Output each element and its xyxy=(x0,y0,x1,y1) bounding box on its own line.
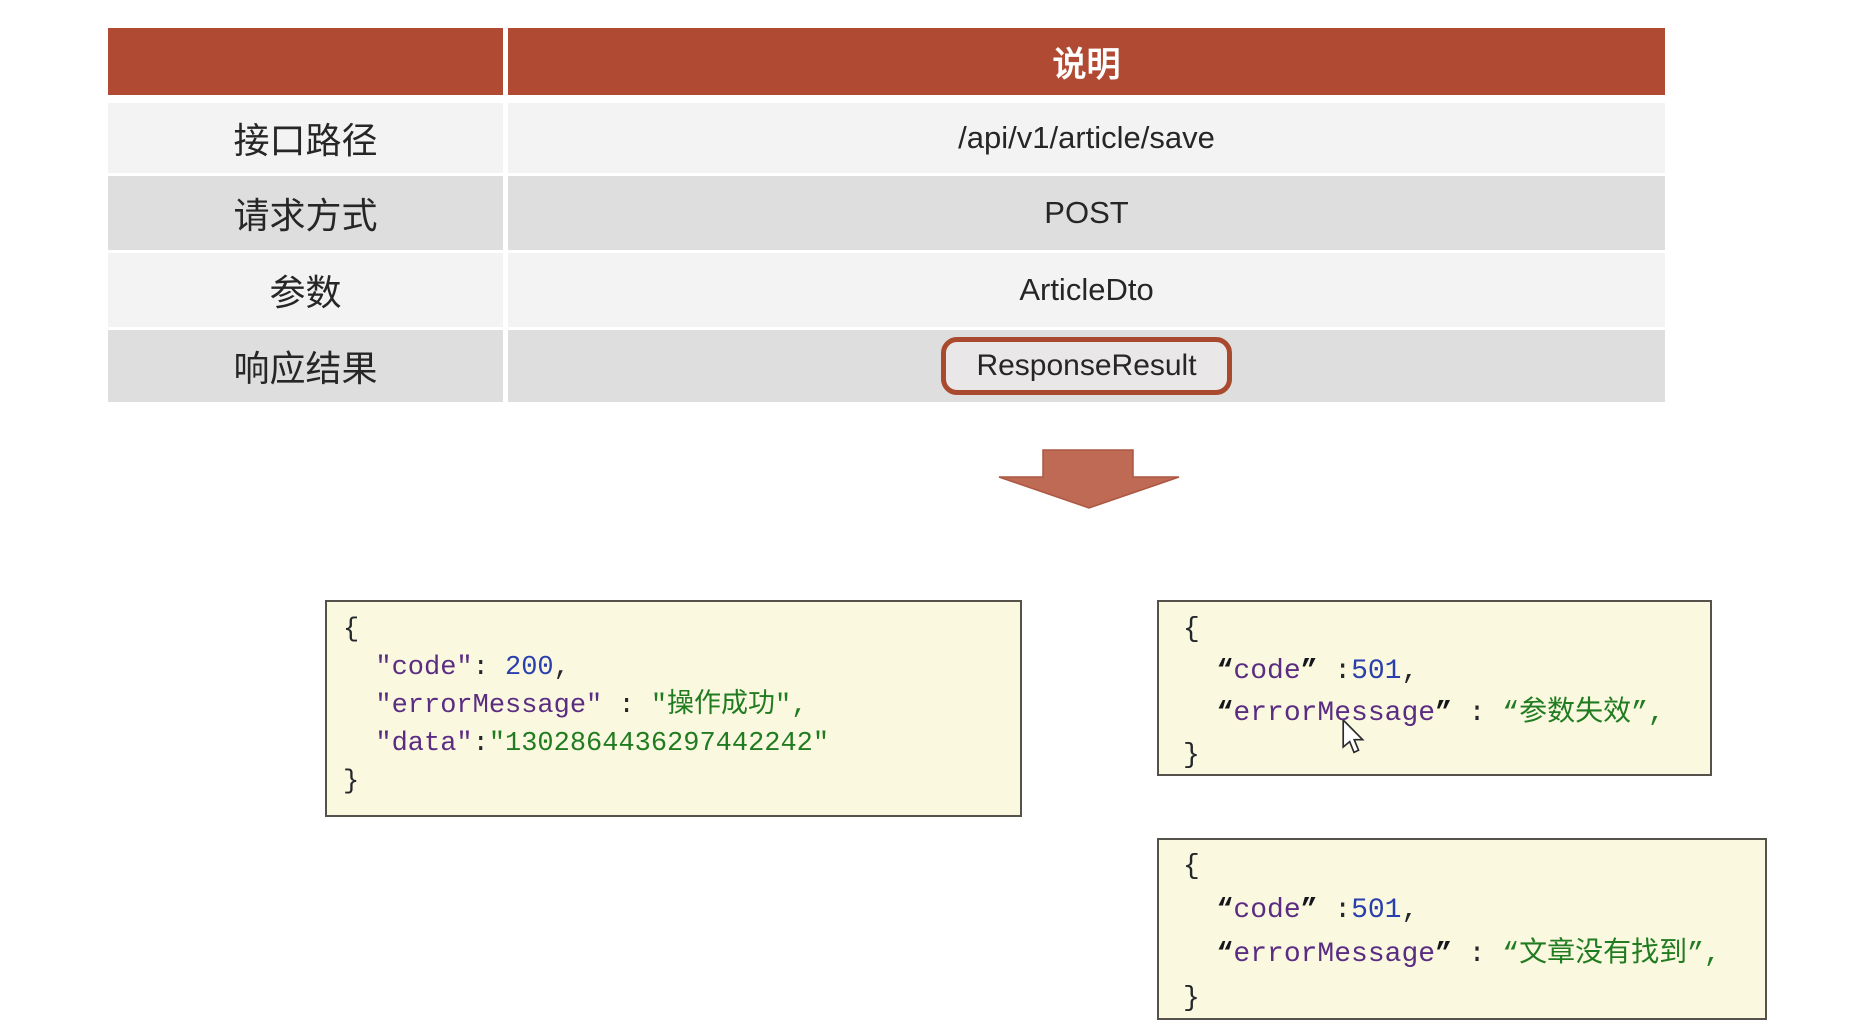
code-segment-quote: ” xyxy=(1435,939,1452,970)
code-segment-punctuation xyxy=(343,691,375,721)
code-segment-punctuation: } xyxy=(343,767,360,797)
code-segment-punctuation: : xyxy=(1317,656,1352,687)
mouse-cursor xyxy=(1342,720,1365,754)
code-line: { xyxy=(1183,609,1710,651)
row-label: 响应结果 xyxy=(233,348,378,389)
row-label-cell: 接口路径 xyxy=(108,103,508,173)
code-segment-string: “文章没有找到”, xyxy=(1502,939,1721,970)
code-line: “code” :501, xyxy=(1183,889,1765,933)
code-segment-quote: “ xyxy=(1216,939,1234,970)
code-segment-key: code xyxy=(1233,656,1301,687)
code-segment-string: ″1302864436297442242″ xyxy=(488,729,830,759)
down-arrow-icon xyxy=(998,449,1180,509)
response-result-box: ResponseResult xyxy=(941,337,1232,395)
code-line: } xyxy=(343,763,1020,801)
code-segment-quote: ” xyxy=(1300,895,1318,926)
code-line: “errorMessage” : “文章没有找到”, xyxy=(1183,933,1765,977)
code-block-param-invalid: { “code” :501, “errorMessage” : “参数失效”,} xyxy=(1157,600,1712,776)
code-segment-punctuation: : xyxy=(1317,895,1352,926)
header-desc-label: 说明 xyxy=(1052,46,1121,84)
code-segment-number: 501 xyxy=(1351,656,1402,687)
code-line: ″code″: 200, xyxy=(343,649,1020,687)
row-value-cell: POST xyxy=(508,176,1665,250)
table-body: 接口路径/api/v1/article/save 请求方式 POST 参数 Articl… xyxy=(108,103,1665,402)
code-segment-string: “参数失效”, xyxy=(1502,698,1665,729)
row-value-cell: ResponseResult xyxy=(508,330,1665,402)
row-value: /api/v1/article/save xyxy=(958,120,1215,155)
code-line: “errorMessage” : “参数失效”, xyxy=(1183,693,1710,735)
table-header: 说明 xyxy=(108,28,1665,95)
code-segment-key: errorMessage xyxy=(1233,698,1436,729)
row-label-cell: 响应结果 xyxy=(108,330,508,402)
code-segment-punctuation xyxy=(1183,895,1217,926)
code-line: ″data″:″1302864436297442242″ xyxy=(343,725,1020,763)
code-segment-key: ″data″ xyxy=(375,729,473,759)
code-segment-punctuation xyxy=(1183,656,1217,687)
code-segment-punctuation: : xyxy=(1451,939,1503,970)
code-segment-punctuation xyxy=(1183,939,1217,970)
code-segment-punctuation: { xyxy=(1183,851,1200,882)
code-segment-punctuation: : xyxy=(472,729,489,759)
row-value: ArticleDto xyxy=(1019,272,1154,307)
code-line: ″errorMessage″ : ″操作成功″, xyxy=(343,687,1020,725)
code-line: “code” :501, xyxy=(1183,651,1710,693)
code-segment-punctuation: , xyxy=(1401,656,1419,687)
code-line: { xyxy=(1183,845,1765,889)
code-segment-key: code xyxy=(1233,895,1301,926)
row-label-cell: 参数 xyxy=(108,253,508,327)
code-segment-punctuation: : xyxy=(472,653,506,683)
code-segment-punctuation: } xyxy=(1183,740,1200,771)
code-segment-punctuation: : xyxy=(1451,698,1503,729)
header-empty-cell xyxy=(108,28,508,95)
code-segment-punctuation: , xyxy=(553,653,570,683)
row-value: POST xyxy=(1044,195,1129,230)
code-line: { xyxy=(343,611,1020,649)
row-label: 请求方式 xyxy=(233,195,378,236)
code-segment-string: ″操作成功″, xyxy=(650,691,808,721)
code-segment-punctuation: } xyxy=(1183,983,1200,1014)
code-segment-quote: “ xyxy=(1216,698,1234,729)
table-row: 接口路径/api/v1/article/save xyxy=(108,103,1665,173)
table-row: 请求方式 POST xyxy=(108,176,1665,250)
code-segment-punctuation: { xyxy=(1183,614,1200,645)
header-desc-cell: 说明 xyxy=(508,28,1665,95)
code-line: } xyxy=(1183,977,1765,1021)
code-segment-key: ″errorMessage″ xyxy=(375,691,603,721)
code-segment-quote: “ xyxy=(1216,895,1234,926)
code-block-article-not-found: { “code” :501, “errorMessage” : “文章没有找到”… xyxy=(1157,838,1767,1020)
api-table: 说明 接口路径/api/v1/article/save 请求方式 POST 参数 Art… xyxy=(108,28,1665,405)
down-arrow-shape xyxy=(998,449,1180,509)
row-label-cell: 请求方式 xyxy=(108,176,508,250)
code-segment-quote: ” xyxy=(1300,656,1318,687)
code-segment-number: 501 xyxy=(1351,895,1402,926)
row-value-cell: /api/v1/article/save xyxy=(508,103,1665,173)
code-segment-punctuation: , xyxy=(1401,895,1419,926)
code-segment-key: errorMessage xyxy=(1233,939,1436,970)
table-row: 响应结果 ResponseResult xyxy=(108,330,1665,402)
code-segment-number: 200 xyxy=(505,653,554,683)
table-row: 参数 ArticleDto xyxy=(108,253,1665,327)
code-segment-punctuation xyxy=(343,729,375,759)
code-segment-punctuation: { xyxy=(343,615,360,645)
code-segment-punctuation: : xyxy=(602,691,651,721)
code-segment-key: ″code″ xyxy=(375,653,473,683)
mouse-cursor-shape xyxy=(1342,720,1365,754)
row-label: 接口路径 xyxy=(233,120,378,161)
code-line: } xyxy=(1183,735,1710,777)
code-segment-punctuation xyxy=(1183,698,1217,729)
code-segment-quote: “ xyxy=(1216,656,1234,687)
row-label: 参数 xyxy=(269,272,342,313)
code-segment-punctuation xyxy=(343,653,375,683)
code-block-success-response: { ″code″: 200, ″errorMessage″ : ″操作成功″, … xyxy=(325,600,1022,817)
row-value-cell: ArticleDto xyxy=(508,253,1665,327)
code-segment-quote: ” xyxy=(1435,698,1452,729)
